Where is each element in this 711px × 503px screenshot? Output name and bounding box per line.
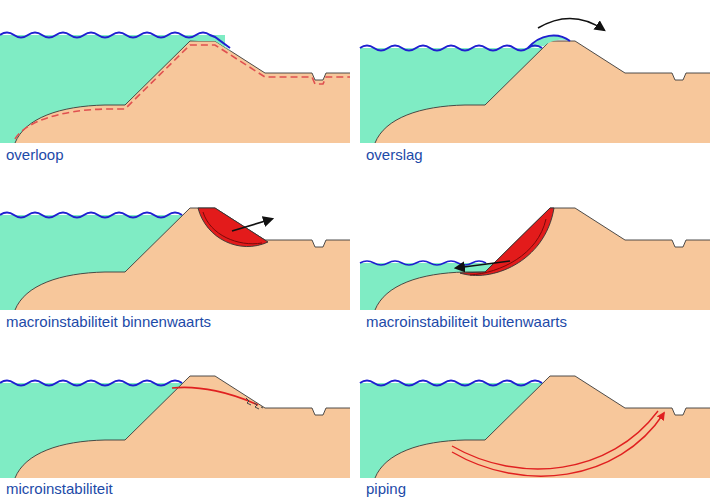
- mechanism-label: piping: [366, 480, 406, 498]
- mechanism-label: overloop: [6, 146, 64, 164]
- overslag-panel: [360, 18, 710, 143]
- mechanism-label: macroinstabiliteit binnenwaarts: [6, 313, 211, 331]
- mechanism-label: macroinstabiliteit buitenwaarts: [366, 313, 567, 331]
- piping-panel: [360, 376, 710, 478]
- mechanism-label: microinstabiliteit: [6, 480, 113, 498]
- mechanism-label: overslag: [366, 146, 423, 164]
- micro-panel: [0, 376, 350, 478]
- macro-inward-panel: [0, 208, 350, 310]
- macro-outward-panel: [360, 208, 710, 310]
- overloop-panel: [0, 33, 350, 144]
